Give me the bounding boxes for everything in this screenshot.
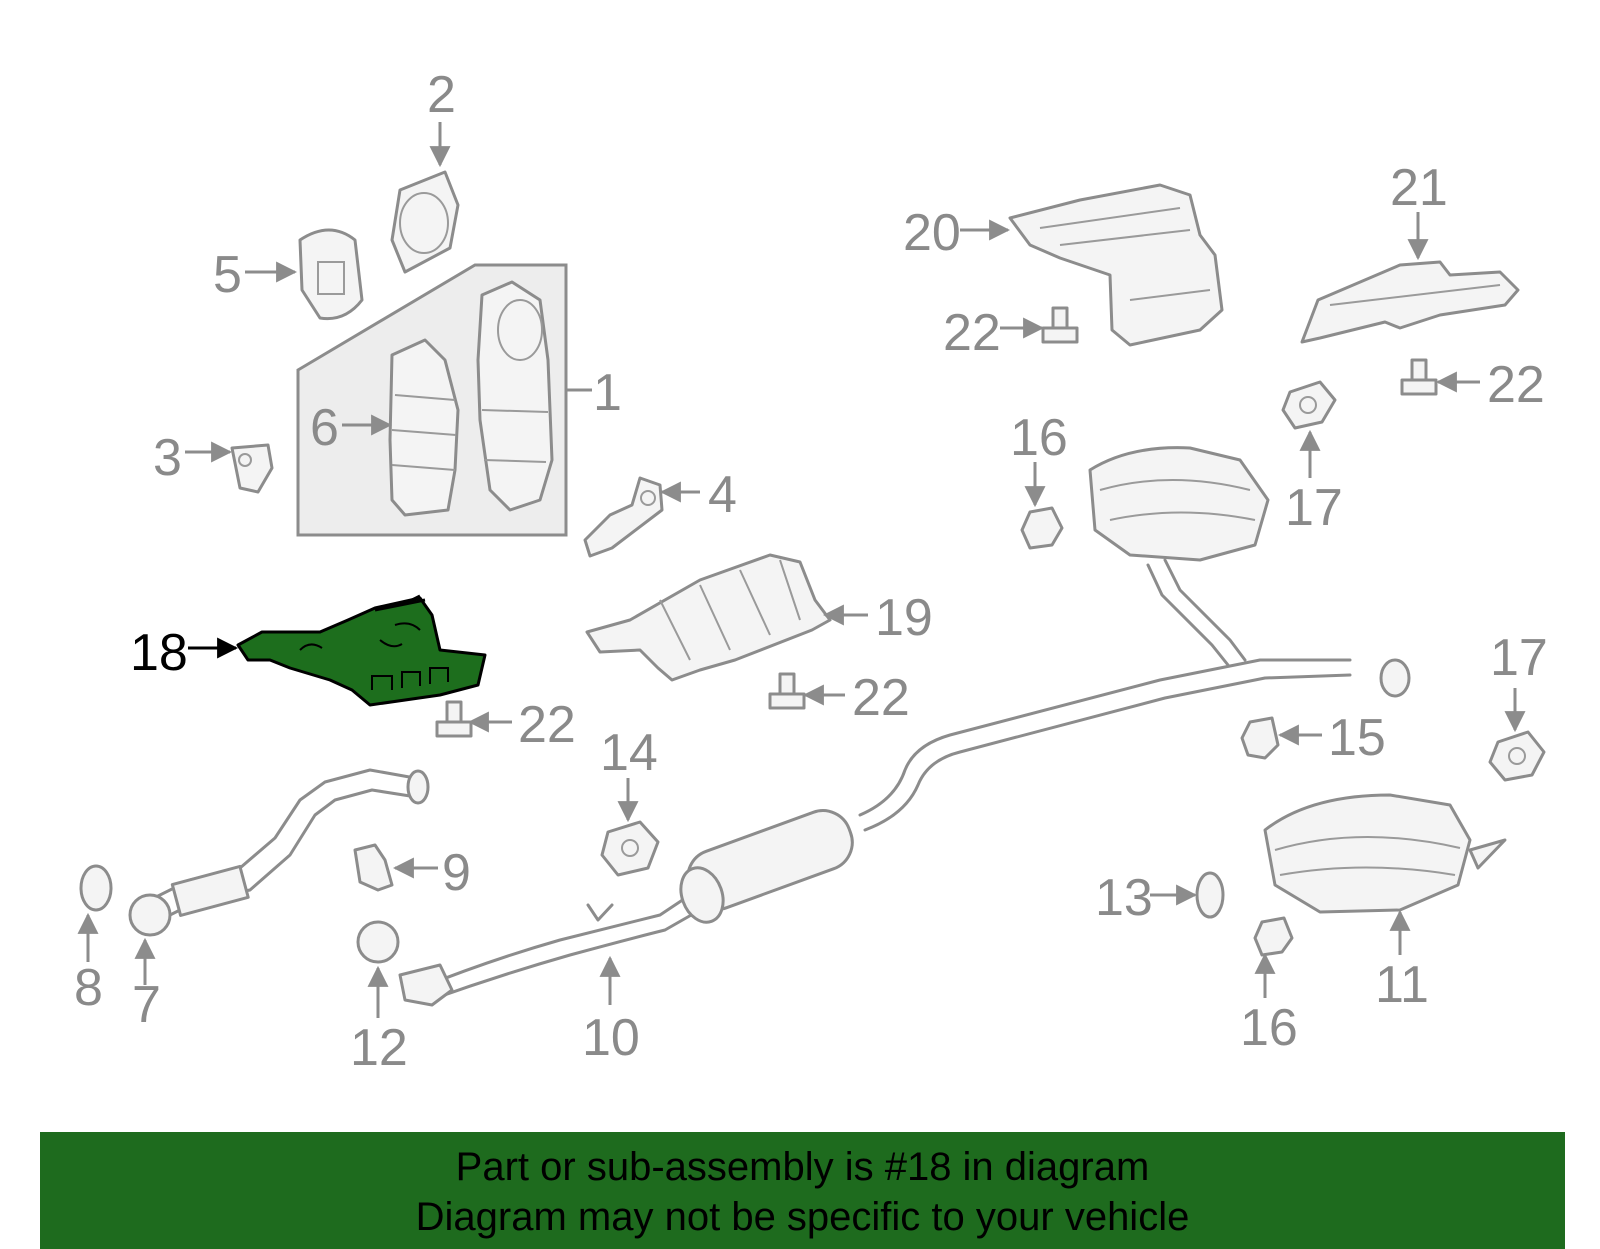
- label-12: 12: [350, 1019, 408, 1077]
- label-22b: 22: [1487, 356, 1545, 414]
- label-17a: 17: [1285, 479, 1343, 537]
- part-10-exhaust-pipe[interactable]: [398, 658, 1411, 1007]
- label-8: 8: [74, 959, 103, 1017]
- info-banner: Part or sub-assembly is #18 in diagram D…: [40, 1132, 1565, 1249]
- label-7: 7: [132, 976, 161, 1034]
- label-18: 18: [130, 624, 188, 682]
- part-12-gasket[interactable]: [356, 920, 400, 964]
- label-3: 3: [153, 429, 182, 487]
- label-22d: 22: [852, 669, 910, 727]
- part-20-heat-shield[interactable]: [1008, 183, 1224, 347]
- banner-line-2: Diagram may not be specific to your vehi…: [415, 1195, 1190, 1239]
- label-10: 10: [582, 1009, 640, 1067]
- label-13: 13: [1095, 869, 1153, 927]
- label-22c: 22: [518, 696, 576, 754]
- label-9: 9: [442, 844, 471, 902]
- part-21-heat-shield[interactable]: [1300, 260, 1520, 344]
- part-22-bolt-b[interactable]: [1400, 358, 1438, 396]
- part-16-hanger-b[interactable]: [1253, 916, 1294, 957]
- label-21: 21: [1390, 159, 1448, 217]
- part-14-mount[interactable]: [600, 820, 660, 877]
- part-7-front-pipe[interactable]: [128, 768, 430, 937]
- part-11-muffler[interactable]: [1263, 793, 1507, 914]
- part-17-mount-b[interactable]: [1488, 730, 1546, 782]
- label-17b: 17: [1490, 629, 1548, 687]
- part-5-bracket[interactable]: [298, 228, 364, 321]
- part-22-bolt-a[interactable]: [1041, 306, 1079, 344]
- label-6: 6: [310, 399, 339, 457]
- part-9-bracket[interactable]: [353, 843, 394, 892]
- part-1-converter[interactable]: [476, 280, 554, 512]
- label-22a: 22: [943, 304, 1001, 362]
- label-2: 2: [427, 66, 456, 124]
- part-2-gasket[interactable]: [390, 170, 460, 274]
- part-18-heat-shield[interactable]: [236, 594, 487, 707]
- label-11: 11: [1375, 956, 1429, 1014]
- label-5: 5: [213, 246, 242, 304]
- part-22-bolt-c[interactable]: [435, 700, 473, 738]
- part-6-converter[interactable]: [388, 338, 460, 517]
- label-20: 20: [903, 204, 961, 262]
- label-14: 14: [600, 724, 658, 782]
- part-19-heat-shield[interactable]: [585, 553, 832, 682]
- part-8-gasket[interactable]: [79, 864, 113, 912]
- part-4-bracket[interactable]: [583, 476, 664, 558]
- label-15: 15: [1328, 709, 1386, 767]
- label-16a: 16: [1010, 409, 1068, 467]
- rear-muffler-upper: [1088, 446, 1270, 667]
- part-16-hanger-a[interactable]: [1020, 506, 1064, 550]
- part-22-bolt-d[interactable]: [768, 672, 806, 710]
- label-16b: 16: [1240, 999, 1298, 1057]
- label-4: 4: [708, 466, 737, 524]
- part-3-bracket[interactable]: [230, 443, 274, 494]
- part-13-gasket[interactable]: [1195, 871, 1225, 919]
- label-1: 1: [593, 364, 622, 422]
- part-15-hanger[interactable]: [1240, 716, 1280, 760]
- part-17-mount-a[interactable]: [1281, 380, 1337, 430]
- label-19: 19: [875, 589, 933, 647]
- banner-line-1: Part or sub-assembly is #18 in diagram: [455, 1145, 1150, 1189]
